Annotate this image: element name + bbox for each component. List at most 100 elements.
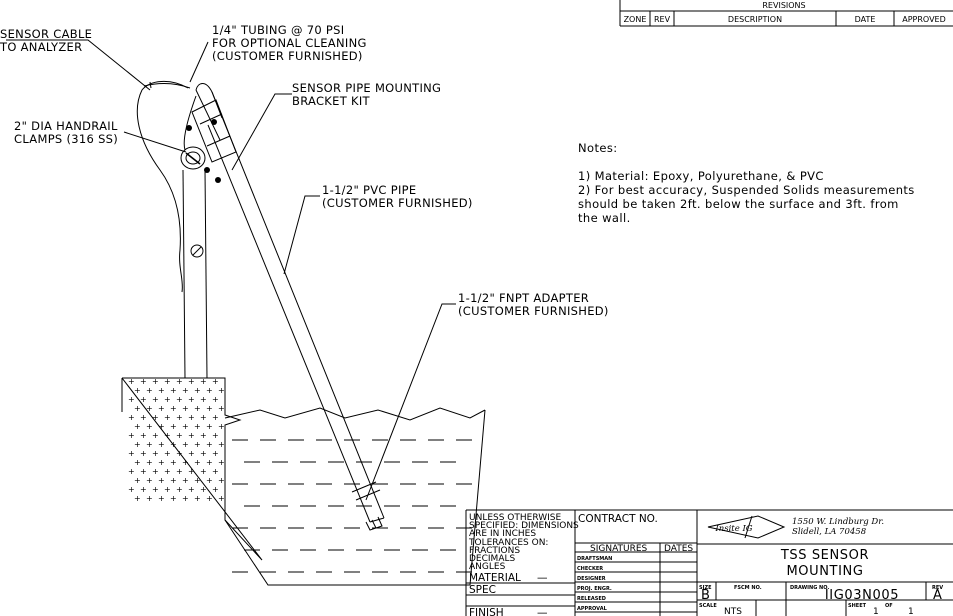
concrete-hatch-mark: + [206, 458, 213, 467]
concrete-hatch-mark: + [212, 413, 219, 422]
concrete-hatch-mark: + [140, 395, 147, 404]
tolerance-line: ANGLES [469, 562, 506, 572]
concrete-hatch-mark: + [188, 467, 195, 476]
concrete-hatch-mark: + [158, 422, 165, 431]
concrete-hatch-mark: + [128, 431, 135, 440]
rev-value: A [933, 588, 943, 603]
revisions-table: REVISIONS ZONE REV DESCRIPTION DATE APPR… [619, 0, 953, 27]
tolerance-line: FRACTIONS [469, 546, 520, 556]
concrete-hatch-mark: + [140, 485, 147, 494]
concrete-hatch-mark: + [200, 413, 207, 422]
scale-label: SCALE [699, 603, 717, 609]
company-logo-text: Insite IG [714, 524, 752, 534]
concrete-hatch-mark: + [170, 458, 177, 467]
concrete-hatch-mark: + [206, 494, 213, 503]
signature-row-label: DESIGNER [577, 576, 606, 582]
note-line: should be taken 2ft. below the surface a… [578, 197, 899, 211]
fscm-label: FSCM NO. [734, 585, 762, 591]
cleaning-tubing [143, 81, 191, 89]
drawing-title-line: TSS SENSOR [780, 548, 869, 563]
finish-label: FINISH [469, 607, 504, 616]
drawing-title-line: MOUNTING [786, 564, 863, 579]
callout-bracket: SENSOR PIPE MOUNTING BRACKET KIT [292, 81, 441, 108]
concrete-hatch-mark: + [218, 440, 225, 449]
concrete-hatch-mark: + [158, 440, 165, 449]
mounting-bracket [186, 99, 237, 183]
concrete-hatch-mark: + [134, 422, 141, 431]
concrete-hatch-mark: + [212, 377, 219, 386]
concrete-hatch-mark: + [152, 485, 159, 494]
concrete-hatch-mark: + [188, 395, 195, 404]
concrete-hatch-mark: + [152, 431, 159, 440]
concrete-hatch-mark: + [182, 458, 189, 467]
tolerance-line: TOLERANCES ON: [468, 538, 548, 548]
callout-line: BRACKET KIT [292, 94, 371, 108]
concrete-hatch-mark: + [158, 458, 165, 467]
callout-pvc-pipe: 1-1/2" PVC PIPE (CUSTOMER FURNISHED) [322, 183, 473, 210]
concrete-hatch-mark: + [200, 449, 207, 458]
concrete-hatch-mark: + [146, 386, 153, 395]
callout-line: SENSOR CABLE [0, 27, 92, 41]
concrete-hatch-mark: + [188, 413, 195, 422]
concrete-hatch-mark: + [212, 431, 219, 440]
concrete-hatch-mark: + [176, 377, 183, 386]
title-block: UNLESS OTHERWISE SPECIFIED: DIMENSIONS A… [465, 509, 953, 616]
concrete-hatch-mark: + [164, 449, 171, 458]
callout-line: (CUSTOMER FURNISHED) [212, 49, 363, 63]
callout-line: 1-1/2" FNPT ADAPTER [458, 291, 589, 305]
finish-value: — [537, 607, 548, 616]
callout-line: FOR OPTIONAL CLEANING [212, 36, 367, 50]
signatures-header: SIGNATURES [590, 544, 648, 554]
company-logo: Insite IG [707, 515, 786, 539]
sheet-value: 1 [873, 607, 879, 616]
concrete-hatch-mark: + [158, 386, 165, 395]
concrete-hatch-mark: + [152, 413, 159, 422]
concrete-hatch-mark: + [212, 467, 219, 476]
callout-line: (CUSTOMER FURNISHED) [322, 196, 473, 210]
concrete-hatch-mark: + [206, 404, 213, 413]
signature-row-label: APPROVAL [577, 606, 608, 612]
concrete-hatch-mark: + [158, 404, 165, 413]
concrete-hatch-mark: + [170, 476, 177, 485]
note-line: 1) Material: Epoxy, Polyurethane, & PVC [578, 169, 824, 183]
concrete-hatch-mark: + [200, 485, 207, 494]
concrete-hatch-mark: + [182, 422, 189, 431]
concrete-hatch-mark: + [206, 476, 213, 485]
callout-line: 1-1/2" PVC PIPE [322, 183, 416, 197]
concrete-hatch-mark: + [188, 485, 195, 494]
concrete-hatch-mark: + [128, 377, 135, 386]
callout-adapter: 1-1/2" FNPT ADAPTER (CUSTOMER FURNISHED) [458, 291, 609, 318]
revisions-column-header: APPROVED [902, 15, 946, 24]
concrete-hatch-mark: + [200, 395, 207, 404]
concrete-hatch-mark: + [164, 485, 171, 494]
revisions-column-header: ZONE [624, 15, 647, 24]
scale-value: NTS [724, 607, 742, 616]
concrete-hatch-mark: + [194, 440, 201, 449]
concrete-hatch-mark: + [182, 494, 189, 503]
concrete-hatch-mark: + [170, 404, 177, 413]
concrete-hatch-mark: + [152, 395, 159, 404]
signature-row-label: DRAFTSMAN [577, 556, 612, 562]
concrete-hatch-mark: + [146, 458, 153, 467]
callout-line: CLAMPS (316 SS) [14, 132, 118, 146]
revisions-column-header: DATE [855, 15, 876, 24]
of-value: 1 [908, 607, 914, 616]
concrete-hatch-mark: + [218, 404, 225, 413]
concrete-hatch-mark: + [140, 467, 147, 476]
concrete-hatch-mark: + [206, 440, 213, 449]
concrete-hatch-mark: + [176, 467, 183, 476]
callout-handrail: 2" DIA HANDRAIL CLAMPS (316 SS) [14, 119, 118, 146]
concrete-hatch-mark: + [194, 476, 201, 485]
concrete-hatch-mark: + [182, 386, 189, 395]
size-value: B [701, 588, 711, 603]
signature-row-label: CHECKER [577, 566, 603, 572]
callout-line: (CUSTOMER FURNISHED) [458, 304, 609, 318]
concrete-hatch-mark: + [218, 386, 225, 395]
sensor-cable [136, 81, 189, 293]
drawing-no-label: DRAWING NO. [790, 585, 829, 591]
concrete-wall: ++++++++++++++++++++++++++++++++++++++++… [121, 377, 263, 561]
concrete-hatch-mark: + [128, 485, 135, 494]
of-label: OF [885, 603, 893, 609]
concrete-hatch-mark: + [170, 422, 177, 431]
concrete-hatch-mark: + [194, 494, 201, 503]
